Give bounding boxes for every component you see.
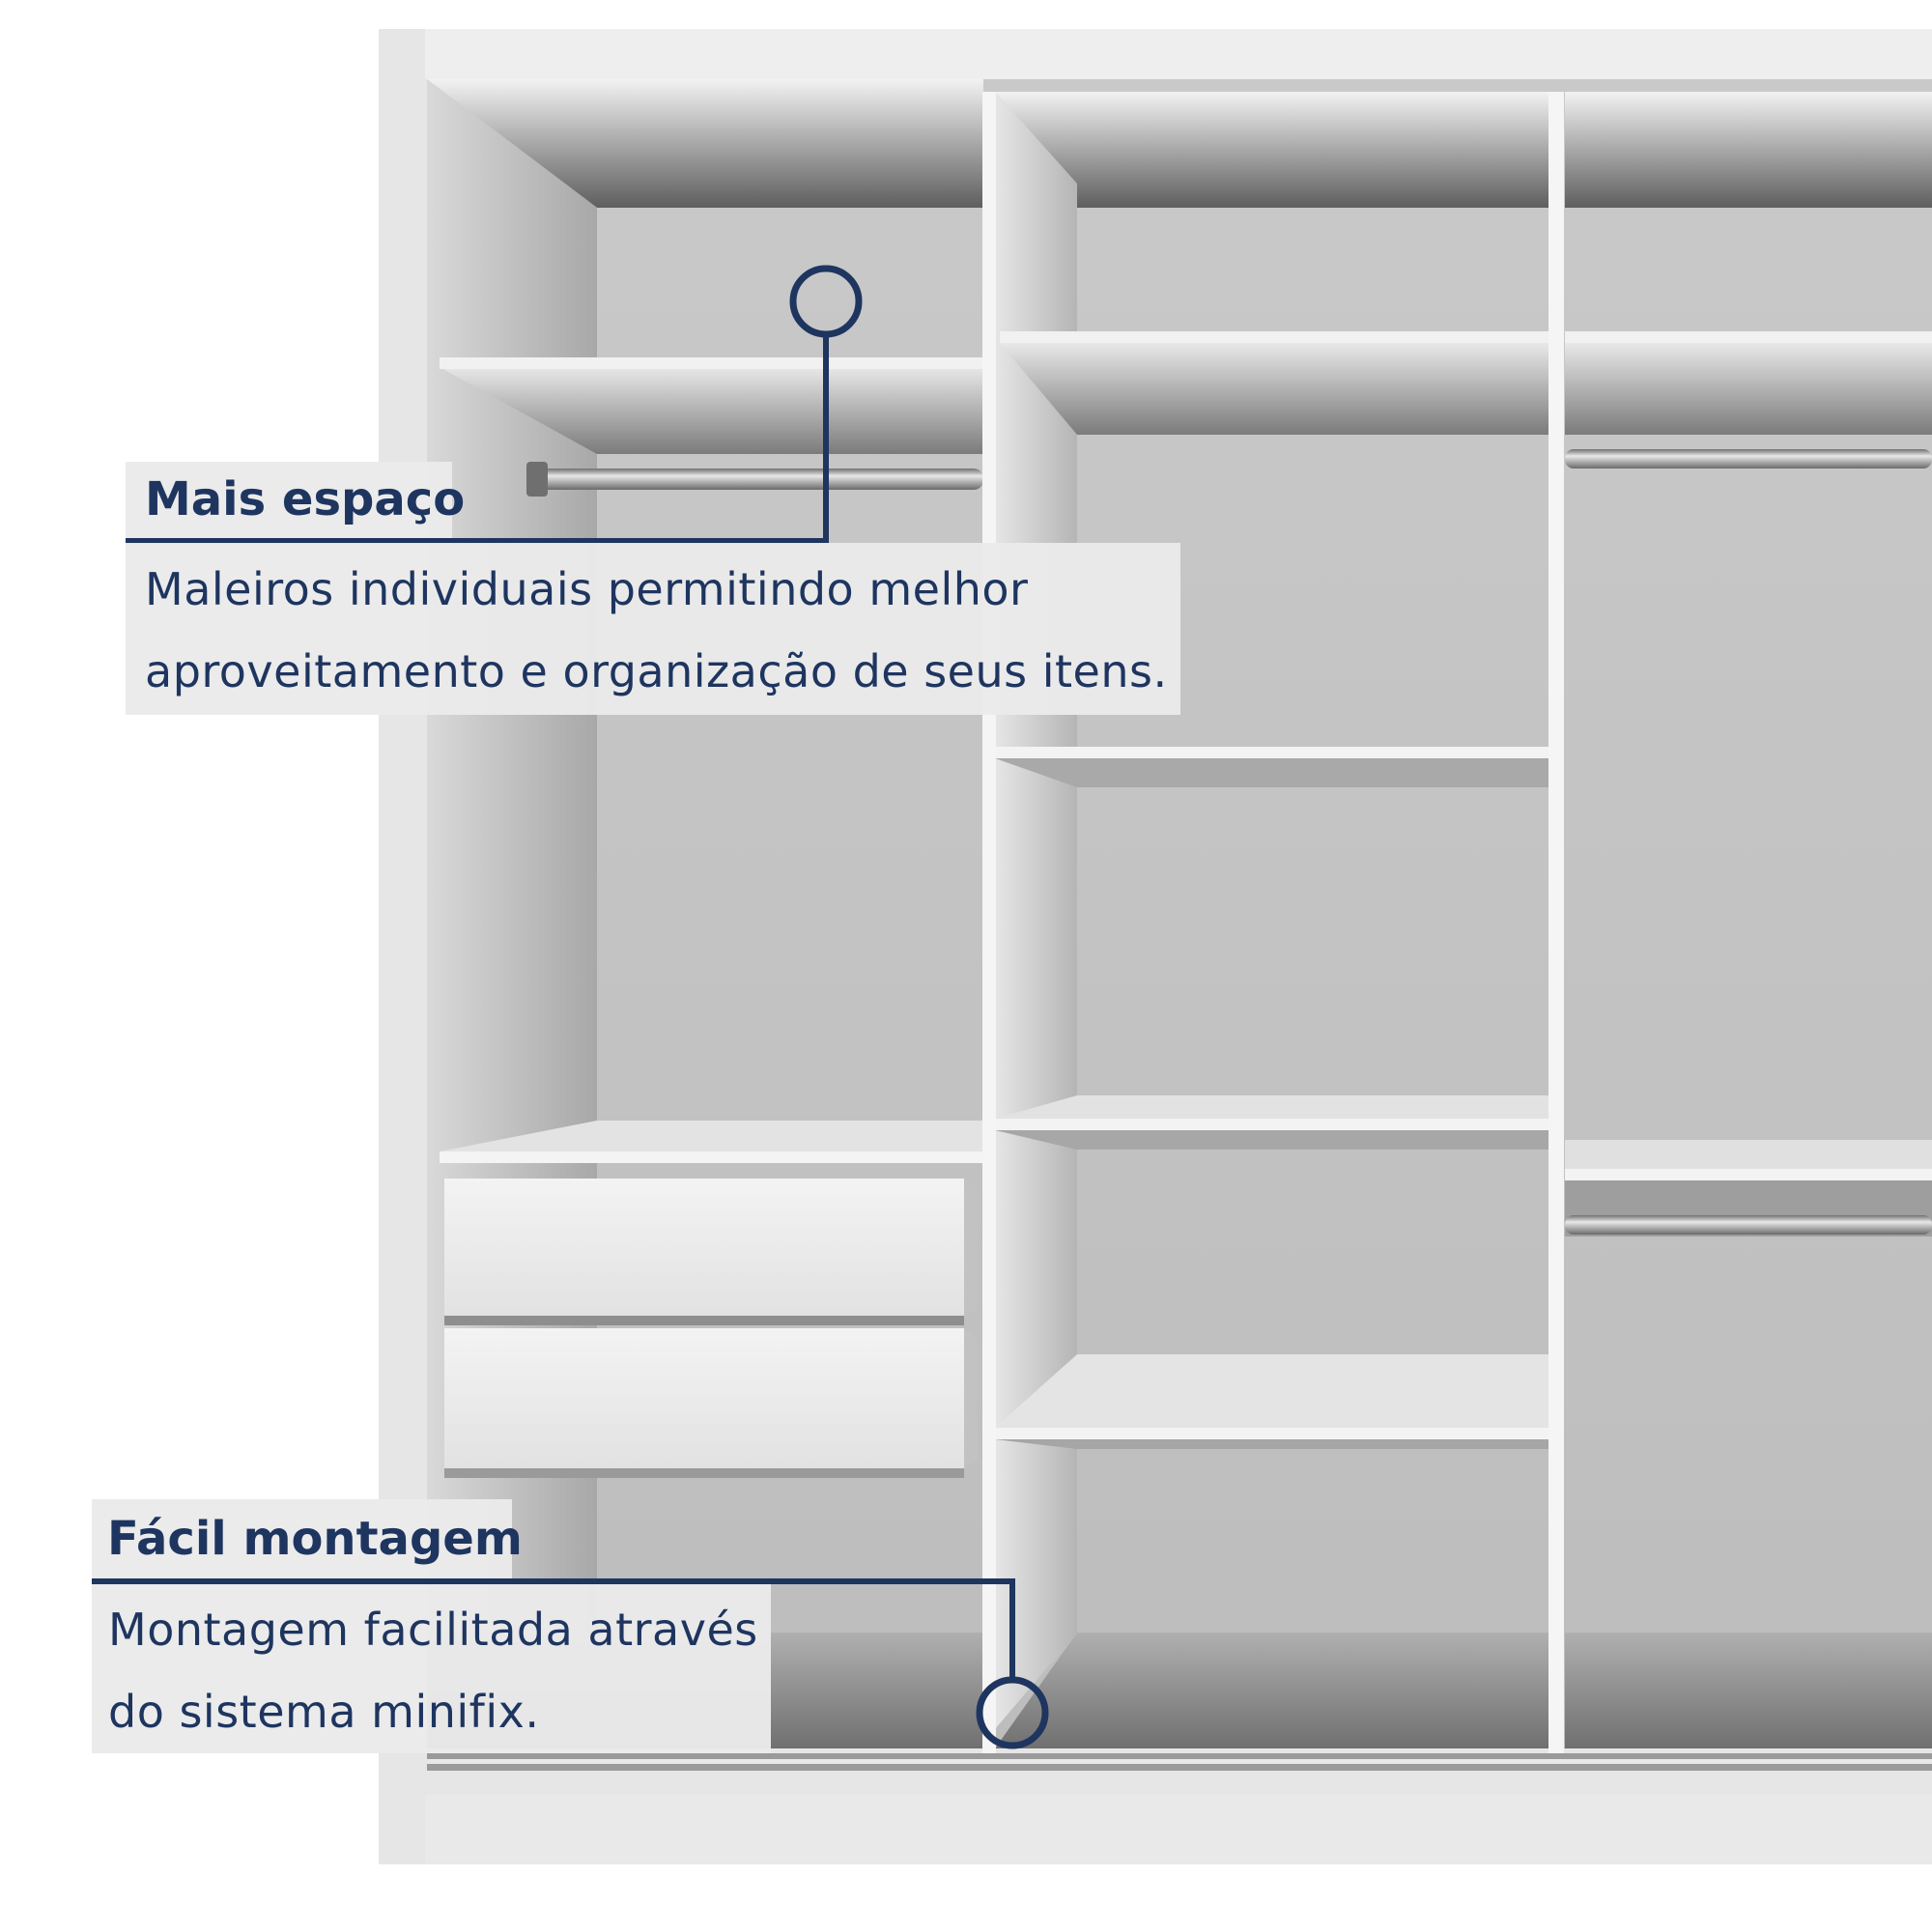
callout-description-line: Montagem facilitada através [108, 1604, 758, 1656]
right-shelf-1-underside [1565, 343, 1932, 435]
left-hanging-rod [531, 469, 983, 490]
callout-description-line: Maleiros individuais permitindo melhor [145, 563, 1029, 615]
middle-shelf-1 [1000, 331, 1550, 343]
middle-shelf-4-top [995, 1354, 1550, 1428]
middle-compartment-ceiling [995, 92, 1550, 208]
middle-shelf-3-underside [995, 1130, 1550, 1150]
drawer-top-side [964, 1179, 978, 1316]
drawer-bottom-shadow [444, 1468, 964, 1478]
wardrobe-base-panel [425, 1795, 1932, 1864]
left-compartment-ceiling [427, 79, 983, 208]
right-compartment-floor [1565, 1633, 1932, 1748]
left-upper-shelf-underside [440, 367, 983, 454]
drawer-bottom-side [964, 1328, 978, 1468]
left-upper-shelf [440, 357, 983, 369]
callout-description-line: do sistema minifix. [108, 1686, 540, 1738]
right-shelf-1 [1565, 331, 1932, 343]
drawer-top [444, 1179, 964, 1316]
middle-shelf-1-underside [1000, 343, 1550, 435]
middle-shelf-3-top [995, 1095, 1550, 1119]
left-rod-bracket [526, 462, 548, 497]
middle-compartment-wall [995, 92, 1077, 1729]
right-compartment-ceiling [1565, 92, 1932, 208]
right-hanging-rod-lower [1565, 1215, 1932, 1235]
callout-description-box-facil-montagem [92, 1584, 771, 1753]
wardrobe-top-panel [425, 29, 1932, 79]
middle-shelf-4 [995, 1428, 1550, 1439]
right-shelf-2 [1565, 1169, 1932, 1180]
middle-shelf-3 [995, 1119, 1550, 1130]
drawer-top-shadow [444, 1316, 964, 1325]
middle-compartment-floor [995, 1633, 1550, 1748]
callout-title-facil-montagem: Fácil montagem [92, 1499, 523, 1578]
left-lower-shelf-edge [440, 1151, 983, 1163]
callout-description-line: aproveitamento e organização de seus ite… [145, 645, 1168, 697]
middle-shelf-4-underside [995, 1439, 1550, 1449]
callout-2-leader [92, 1578, 1015, 1680]
drawer-bottom [444, 1328, 964, 1468]
left-lower-shelf-top [440, 1121, 983, 1151]
callout-description-box-mais-espaco [126, 543, 1180, 715]
right-shelf-2-top [1565, 1140, 1932, 1169]
left-divider [982, 92, 996, 1753]
right-divider [1548, 92, 1564, 1753]
middle-shelf-2-underside [995, 758, 1550, 787]
callout-1-leader [126, 334, 829, 544]
middle-shelf-2 [995, 747, 1550, 758]
right-hanging-rod-upper [1565, 449, 1932, 469]
sliding-door-track-shine [427, 1759, 1932, 1764]
wardrobe-back [427, 79, 1932, 1748]
callout-title-mais-espaco: Mais espaço [126, 462, 465, 538]
